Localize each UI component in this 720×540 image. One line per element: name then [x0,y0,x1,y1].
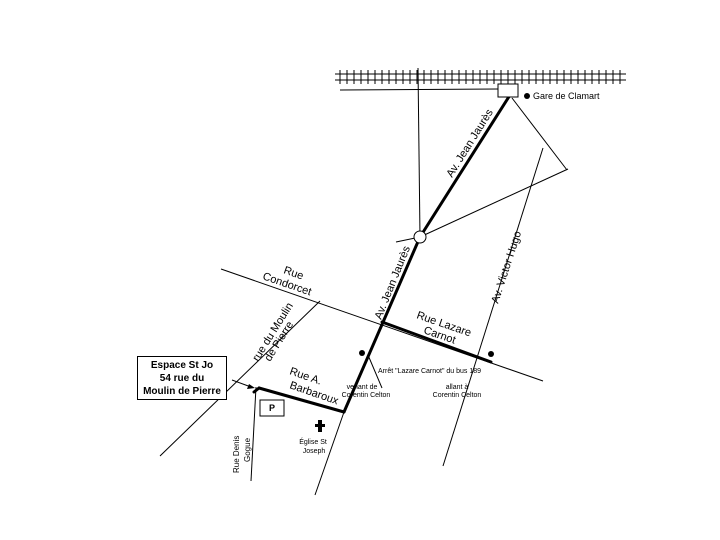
railway [335,70,626,84]
av-victor-hugo-label: Av. Victor Hugo [489,230,524,305]
bus-stop-from-line2: Corentin Celton [342,392,391,399]
parking-icon [259,399,285,417]
northeast-road [419,168,569,238]
church-cross-icon [315,420,325,432]
thin-streets [159,67,569,496]
southern-road [314,411,345,496]
church-label-line1: Église St [299,437,327,446]
venue-arrow-head-icon [247,384,255,389]
rue-moulin-line [159,300,321,457]
bus-stop-leader-line [367,354,383,389]
station-building-icon [497,83,519,98]
roundabout [413,230,427,244]
station-label: Gare de Clamart [533,91,600,101]
parking-label: P [269,403,275,413]
bus-stop-dot-east-icon [488,351,494,357]
av-jean-jaures-south-label: Av. Jean Jaurès [373,244,413,321]
rue-denis-gogue-label-line1: Rue Denis [232,436,241,473]
route [252,93,512,414]
bus-stop-dot-west-icon [359,350,365,356]
rue-denis-gogue-label-line2: Gogue [243,437,252,462]
av-victor-hugo-line [442,147,544,467]
north-road [417,67,421,238]
venue-address-box: Espace St Jo 54 rue du Moulin de Pierre [137,356,227,400]
av-jean-jaures-north-label: Av. Jean Jaurès [444,107,496,180]
bus-stop-to-line1: allant à [446,384,469,391]
station-dot-icon [524,93,530,99]
station-diagonal-road [511,97,568,171]
bus-stop-title: Arrêt "Lazare Carnot" du bus 189 [378,368,481,375]
station-road [339,88,499,91]
venue-address-line1: 54 rue du [159,372,205,384]
bus-stop-to-line2: Corentin Celton [433,392,482,399]
venue-address-line2: Moulin de Pierre [143,385,221,397]
church-label-line2: Joseph [303,448,326,455]
venue-name: Espace St Jo [150,359,214,371]
venue-arrow-line [231,379,252,388]
rue-denis-gogue-line [250,386,257,482]
bus-stop-from-line1: venant de [347,384,378,391]
